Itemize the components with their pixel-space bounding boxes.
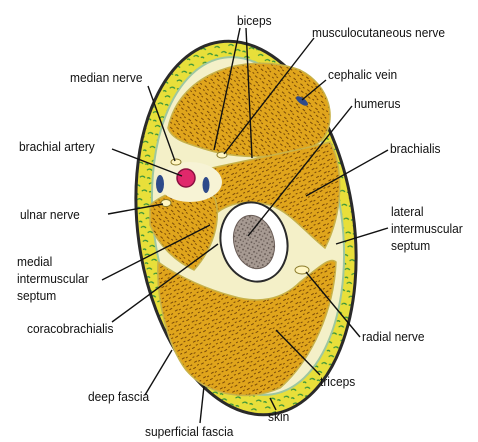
label-musculocutaneous-nerve: musculocutaneous nerve xyxy=(312,26,445,40)
label-humerus: humerus xyxy=(354,97,401,111)
label-medial-intermuscular-septum-3: septum xyxy=(17,289,56,303)
label-lateral-intermuscular-septum-1: lateral xyxy=(391,205,424,219)
label-coracobrachialis: coracobrachialis xyxy=(27,322,113,336)
median-nerve xyxy=(171,159,181,165)
label-triceps: triceps xyxy=(320,375,355,389)
label-ulnar-nerve: ulnar nerve xyxy=(20,208,80,222)
brachial-vein-left xyxy=(156,175,164,193)
label-biceps: biceps xyxy=(237,14,272,28)
label-brachial-artery: brachial artery xyxy=(19,140,95,154)
label-superficial-fascia: superficial fascia xyxy=(145,425,233,439)
label-median-nerve: median nerve xyxy=(70,71,142,85)
label-lateral-intermuscular-septum-2: intermuscular xyxy=(391,222,463,236)
label-lateral-intermuscular-septum-3: septum xyxy=(391,239,430,253)
label-radial-nerve: radial nerve xyxy=(362,330,425,344)
ulnar-nerve xyxy=(161,200,171,207)
label-medial-intermuscular-septum-1: medial xyxy=(17,255,52,269)
label-brachialis: brachialis xyxy=(390,142,441,156)
leader-superficial-fascia xyxy=(200,386,204,423)
label-skin: skin xyxy=(268,410,289,424)
label-medial-intermuscular-septum-2: intermuscular xyxy=(17,272,89,286)
brachial-vein-right xyxy=(203,177,210,193)
label-deep-fascia: deep fascia xyxy=(88,390,149,404)
label-cephalic-vein: cephalic vein xyxy=(328,68,397,82)
brachial-artery xyxy=(177,169,195,187)
